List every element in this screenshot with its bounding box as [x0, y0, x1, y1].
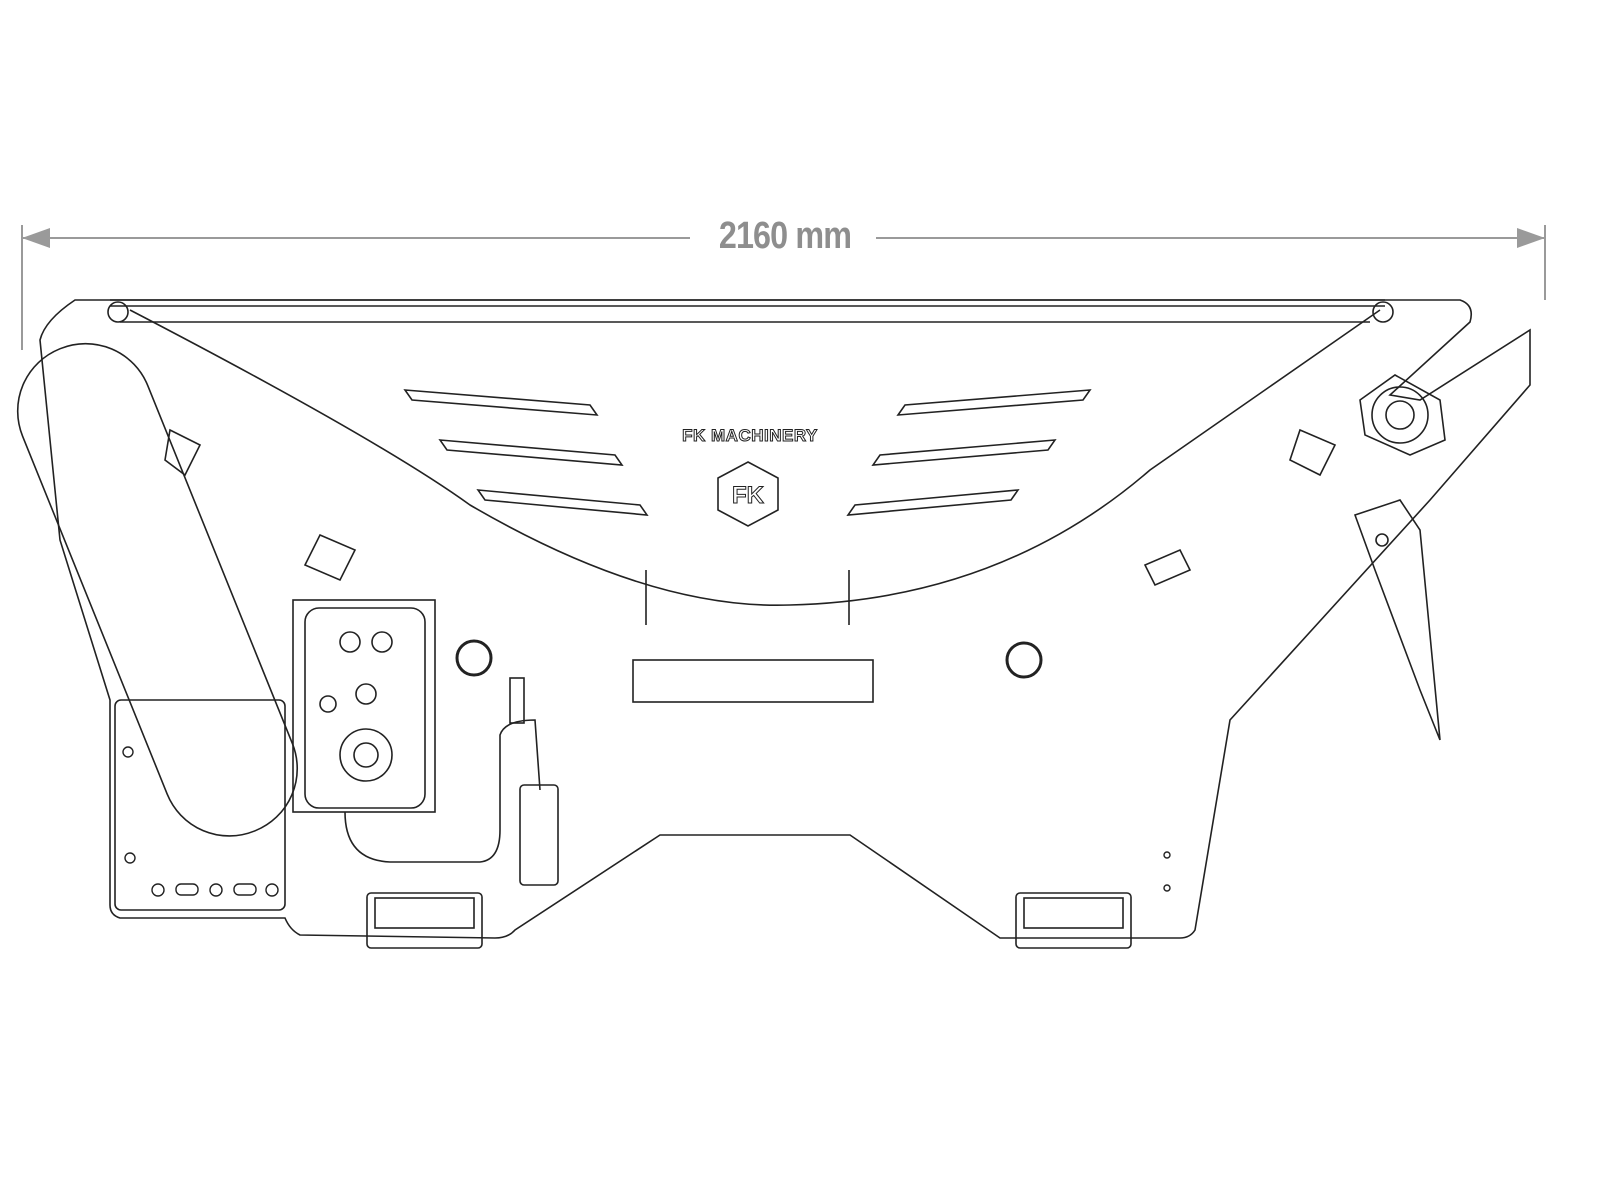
hopper-curve [129, 309, 1381, 607]
speed-knob[interactable] [339, 728, 393, 782]
knob-icon [1372, 301, 1394, 323]
dimension-line [21, 225, 1546, 350]
start-button-2[interactable] [371, 631, 393, 653]
motor-bracket [114, 699, 286, 911]
frame-outline [39, 299, 1531, 939]
svg-text:FK: FK [732, 482, 765, 509]
cable-clamp [509, 677, 525, 724]
belt-conveyor [16, 342, 299, 837]
inspection-windows [164, 428, 1337, 587]
fk-logo-emblem: FK [717, 461, 779, 527]
vent-slots [403, 389, 1092, 516]
knob-icon [107, 301, 129, 323]
roller-motor [1353, 374, 1446, 741]
control-box [292, 599, 436, 813]
center-window [632, 659, 874, 703]
power-plug [519, 784, 559, 886]
top-rod [107, 299, 1394, 323]
brand-logo-text: FK MACHINERY [682, 426, 818, 446]
start-button-1[interactable] [339, 631, 361, 653]
feet [366, 892, 1132, 949]
dimension-label: 2160 mm [718, 215, 852, 257]
stop-button[interactable] [355, 683, 377, 705]
indicator-icon [319, 695, 337, 713]
power-cable [344, 719, 541, 863]
